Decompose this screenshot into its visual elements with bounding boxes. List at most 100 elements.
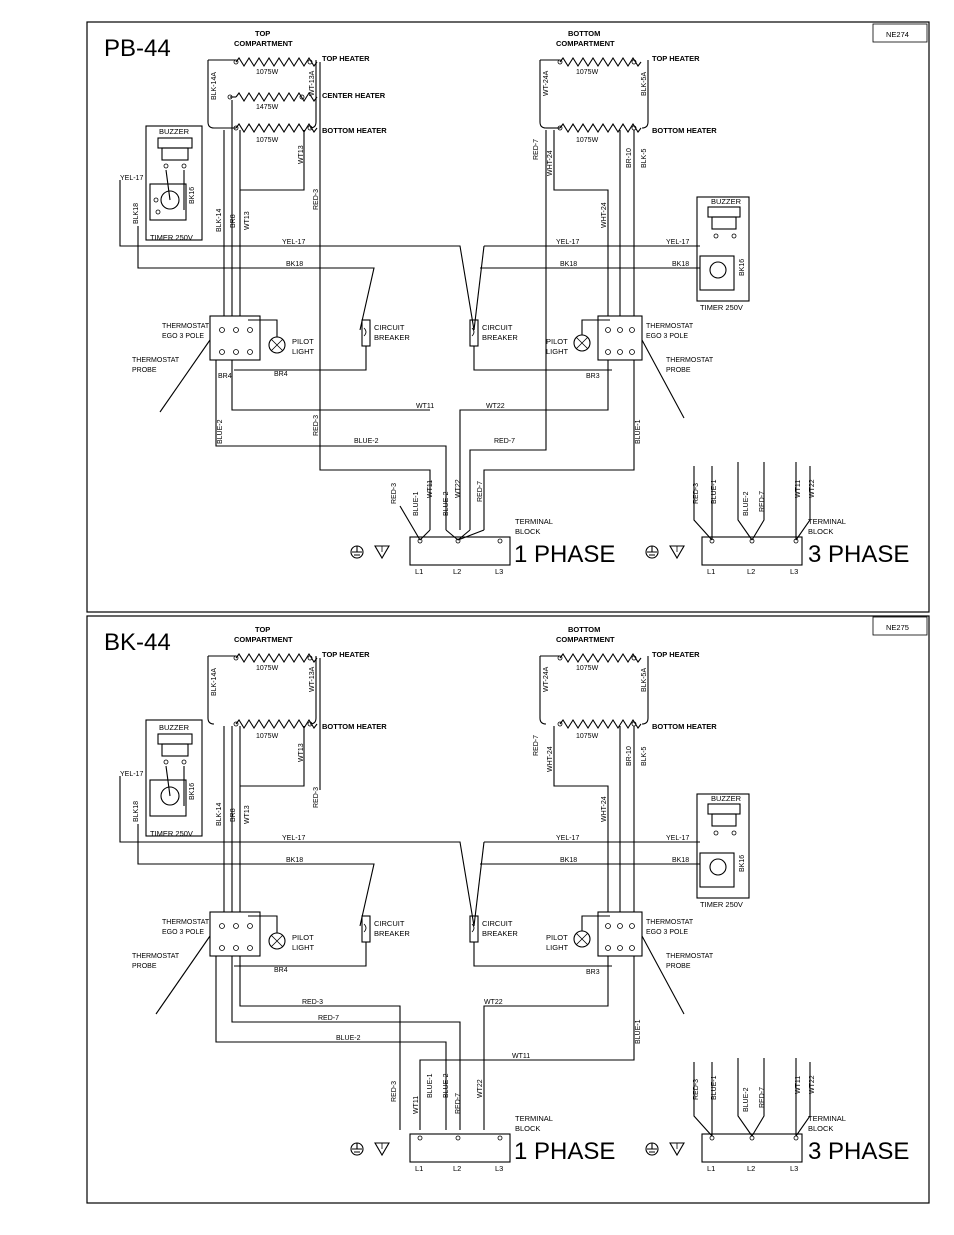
top-heater-label: TOP HEATER: [322, 54, 370, 63]
svg-text:BK16: BK16: [189, 783, 196, 800]
wire-wt11-3p: WT11: [795, 480, 802, 498]
svg-text:TERMINAL: TERMINAL: [515, 1114, 553, 1123]
btop-heater-label: TOP HEATER: [652, 54, 700, 63]
wire-bk18-m: BK18: [286, 261, 303, 268]
center-heater-label: CENTER HEATER: [322, 91, 386, 100]
wire-red7-h: RED-7: [494, 438, 515, 445]
panel-pb44: PB-44 NE274 TOP COMPARTMENT 1075W 1475W …: [104, 23, 928, 576]
svg-text:PROBE: PROBE: [132, 963, 157, 970]
svg-text:L3: L3: [495, 1164, 503, 1173]
timer-label: TIMER 250V: [150, 233, 193, 242]
wire-br4-b: BR4: [274, 371, 288, 378]
tb-label-2: BLOCK: [515, 527, 540, 536]
svg-text:BLK-14A: BLK-14A: [211, 668, 218, 696]
code-box: [872, 23, 928, 43]
svg-text:L1: L1: [415, 1164, 423, 1173]
probe-label-r2: PROBE: [666, 367, 691, 374]
svg-text:EGO 3 POLE: EGO 3 POLE: [646, 929, 688, 936]
svg-text:TOP: TOP: [255, 625, 270, 634]
svg-text:L2: L2: [747, 1164, 755, 1173]
svg-text:BLUE-2: BLUE-2: [743, 1087, 750, 1112]
phase3-label: 3 PHASE: [808, 1138, 909, 1165]
w-label-bottom: 1075W: [256, 137, 279, 144]
svg-text:1075W: 1075W: [256, 733, 279, 740]
pilot-label-r1: PILOT: [546, 337, 568, 346]
svg-text:LIGHT: LIGHT: [292, 943, 315, 952]
svg-text:L1: L1: [707, 567, 715, 576]
svg-text:PILOT: PILOT: [546, 933, 568, 942]
probe-label-r1: THERMOSTAT: [666, 357, 714, 364]
svg-text:L3: L3: [790, 1164, 798, 1173]
svg-text:BREAKER: BREAKER: [482, 929, 518, 938]
svg-text:THERMOSTAT: THERMOSTAT: [646, 919, 694, 926]
svg-text:1075W: 1075W: [576, 733, 599, 740]
w-label-btop: 1075W: [576, 69, 599, 76]
phase3-label: 3 PHASE: [808, 541, 909, 568]
tb-label-1: TERMINAL: [515, 517, 553, 526]
wire-wt22-t: WT22: [455, 479, 462, 498]
timer-label-r: TIMER 250V: [700, 303, 743, 312]
svg-text:PILOT: PILOT: [292, 933, 314, 942]
svg-text:BLUE-1: BLUE-1: [427, 1073, 434, 1098]
buzzer-label: BUZZER: [159, 127, 190, 136]
wire-blue1-v: BLUE-1: [635, 419, 642, 444]
wire-red7: RED-7: [533, 139, 540, 160]
svg-text:WT11: WT11: [512, 1053, 530, 1060]
svg-text:BREAKER: BREAKER: [374, 929, 410, 938]
svg-text:EGO 3 POLE: EGO 3 POLE: [162, 929, 204, 936]
svg-text:BLUE-2: BLUE-2: [336, 1035, 361, 1042]
wire-wt13a: WT-13A: [309, 70, 316, 96]
wire-red7-t: RED-7: [477, 481, 484, 502]
cb-label-2: BREAKER: [374, 333, 410, 342]
svg-text:WT13: WT13: [298, 743, 305, 762]
svg-text:RED-3: RED-3: [693, 1079, 700, 1100]
bbottom-heater-label: BOTTOM HEATER: [652, 126, 717, 135]
wire-bk18-m2: BK18: [560, 261, 577, 268]
svg-text:1075W: 1075W: [256, 665, 279, 672]
svg-text:L2: L2: [747, 567, 755, 576]
svg-text:BLK-5: BLK-5: [641, 746, 648, 766]
svg-text:WT11: WT11: [413, 1096, 420, 1114]
svg-text:1075W: 1075W: [576, 665, 599, 672]
svg-text:BK18: BK18: [560, 857, 577, 864]
svg-text:BLOCK: BLOCK: [515, 1124, 540, 1133]
wire-wt11-t: WT11: [427, 480, 434, 498]
wire-blue1-3p: BLUE-1: [711, 479, 718, 504]
w-label-bbottom: 1075W: [576, 137, 599, 144]
wire-blk14a: BLK-14A: [211, 72, 218, 100]
bottom-compartment-label-2: COMPARTMENT: [556, 39, 615, 48]
wire-wt22-3p: WT22: [809, 479, 816, 498]
svg-text:RED-3: RED-3: [302, 999, 323, 1006]
svg-text:BR3: BR3: [586, 969, 600, 976]
wire-yel17-l: YEL-17: [120, 175, 143, 182]
bottom-compartment-label: BOTTOM: [568, 29, 600, 38]
svg-text:BR8: BR8: [230, 808, 237, 822]
terminal-block-1p: [409, 536, 511, 566]
svg-text:THERMOSTAT: THERMOSTAT: [162, 919, 210, 926]
svg-text:COMPARTMENT: COMPARTMENT: [556, 635, 615, 644]
svg-text:WT22: WT22: [477, 1079, 484, 1098]
tb-label-3p-1: TERMINAL: [808, 517, 846, 526]
thermostat-label-r: THERMOSTAT: [646, 323, 694, 330]
svg-text:BLUE-1: BLUE-1: [711, 1075, 718, 1100]
svg-text:BUZZER: BUZZER: [711, 794, 742, 803]
svg-text:WT-13A: WT-13A: [309, 666, 316, 692]
wire-br10: BR-10: [626, 148, 633, 168]
svg-text:YEL-17: YEL-17: [120, 771, 143, 778]
wire-blue2-t: BLUE-2: [443, 491, 450, 516]
svg-text:RED-7: RED-7: [533, 735, 540, 756]
svg-text:COMPARTMENT: COMPARTMENT: [234, 635, 293, 644]
svg-text:WHT-24: WHT-24: [601, 796, 608, 822]
svg-text:BK18: BK18: [286, 857, 303, 864]
svg-text:THERMOSTAT: THERMOSTAT: [132, 953, 180, 960]
svg-text:CIRCUIT: CIRCUIT: [482, 919, 513, 928]
wire-blk5a: BLK-5A: [641, 72, 648, 96]
w-label-top: 1075W: [256, 69, 279, 76]
svg-text:L3: L3: [790, 567, 798, 576]
svg-text:YEL-17: YEL-17: [282, 835, 305, 842]
bottom-heater-label: BOTTOM HEATER: [322, 126, 387, 135]
thermostat-label: THERMOSTAT: [162, 323, 210, 330]
svg-text:WT22: WT22: [809, 1075, 816, 1094]
svg-text:BK16: BK16: [739, 855, 746, 872]
code-box: [872, 616, 928, 636]
